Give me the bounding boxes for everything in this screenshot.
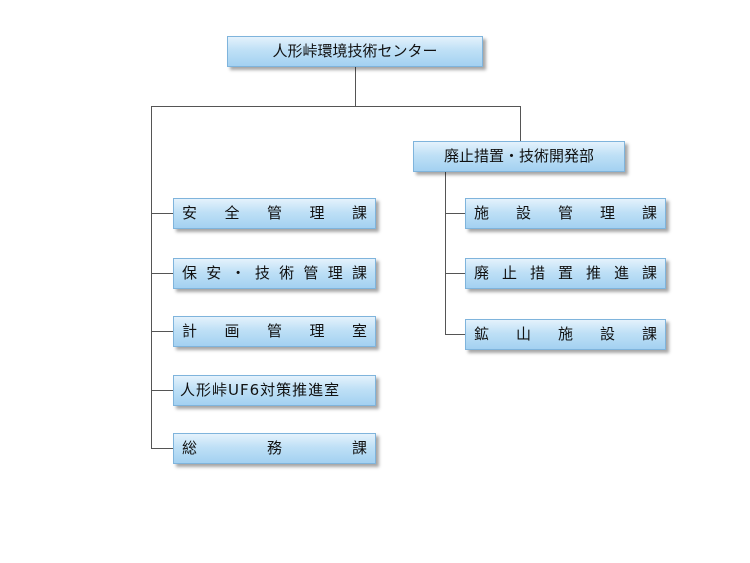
org-node-label: 総 務 課 [182,439,367,457]
connector-top-bar [151,106,521,107]
org-node-label: 安 全 管 理 課 [182,204,367,222]
org-node-unit: 施 設 管 理 課 [465,198,666,229]
org-node-label: 廃 止 措 置 推 進 課 [474,264,657,282]
connector-right-branch [445,273,465,274]
org-node-unit: 計 画 管 理 室 [173,316,376,347]
org-node-label: 計 画 管 理 室 [182,322,367,340]
connector-dept-down [520,106,521,142]
connector-root-down [355,67,356,107]
org-node-unit: 総 務 課 [173,433,376,464]
connector-left-trunk [151,106,152,449]
connector-left-branch [151,331,173,332]
org-node-label: 人形峠UF6対策推進室 [180,381,341,399]
connector-left-branch [151,273,173,274]
org-node-unit: 安 全 管 理 課 [173,198,376,229]
org-node-dept: 廃止措置・技術開発部 [413,141,625,172]
connector-right-branch [445,334,465,335]
org-node-unit: 人形峠UF6対策推進室 [173,375,376,406]
org-node-unit: 保 安 ・ 技 術 管 理 課 [173,258,376,289]
connector-left-branch [151,213,173,214]
connector-left-branch [151,448,173,449]
org-node-label: 鉱 山 施 設 課 [474,325,657,343]
connector-right-trunk [445,171,446,335]
org-node-label: 施 設 管 理 課 [474,204,657,222]
org-node-label: 保 安 ・ 技 術 管 理 課 [182,264,367,282]
org-node-unit: 廃 止 措 置 推 進 課 [465,258,666,289]
org-node-label: 人形峠環境技術センター [272,42,438,60]
org-node-root: 人形峠環境技術センター [227,36,483,67]
org-node-unit: 鉱 山 施 設 課 [465,319,666,350]
connector-left-branch [151,390,173,391]
connector-right-branch [445,213,465,214]
org-node-label: 廃止措置・技術開発部 [443,147,594,165]
